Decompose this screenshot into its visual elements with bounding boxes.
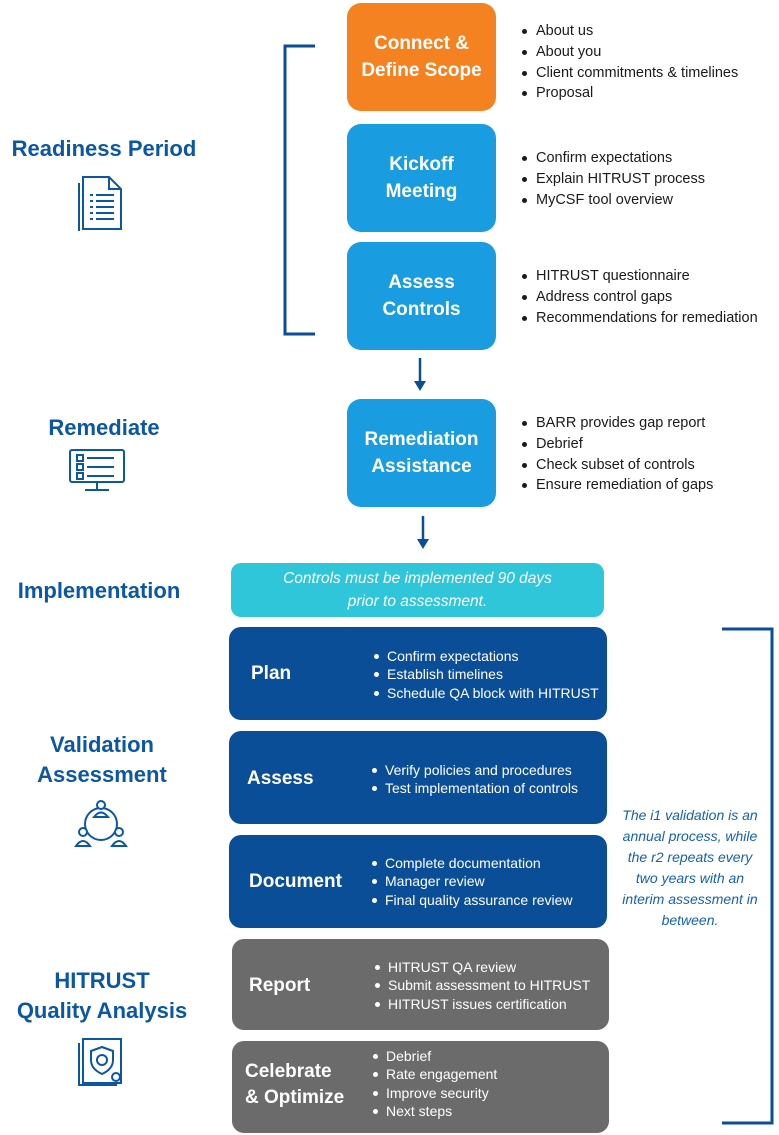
celebrate-title-line2: & Optimize: [245, 1087, 345, 1108]
phase-label-validation: Validation Assessment: [2, 730, 202, 790]
report-bullets: HITRUST QA review Submit assessment to H…: [375, 958, 590, 1013]
assess-controls-line2: Controls: [382, 299, 461, 320]
list-item: Check subset of controls: [522, 455, 713, 476]
phase-label-validation-line2: Assessment: [37, 762, 167, 787]
list-item: Debrief: [373, 1047, 497, 1065]
validation-side-note: The i1 validation is an annual process, …: [614, 805, 766, 931]
list-item: MyCSF tool overview: [522, 190, 705, 211]
list-item: BARR provides gap report: [522, 413, 713, 434]
kickoff-bullets: Confirm expectations Explain HITRUST pro…: [522, 148, 705, 210]
implementation-note-line2: prior to assessment.: [347, 593, 488, 610]
celebrate-title-line1: Celebrate: [245, 1061, 332, 1082]
side-note-line: interim assessment in: [622, 891, 758, 907]
list-item: HITRUST QA review: [375, 958, 590, 976]
connect-line2: Define Scope: [361, 60, 482, 81]
list-item: Final quality assurance review: [372, 891, 573, 909]
list-item: Confirm expectations: [374, 647, 599, 665]
list-item: Ensure remediation of gaps: [522, 475, 713, 496]
document-title: Document: [249, 871, 342, 892]
phase-label-validation-line1: Validation: [50, 732, 154, 757]
remediation-bullets: BARR provides gap report Debrief Check s…: [522, 413, 713, 496]
kickoff-line2: Meeting: [385, 181, 458, 202]
list-item: Debrief: [522, 434, 713, 455]
list-item: HITRUST questionnaire: [522, 266, 758, 287]
document-bullets: Complete documentation Manager review Fi…: [372, 854, 573, 909]
report-box: Report HITRUST QA review Submit assessme…: [232, 939, 609, 1030]
phase-label-qa: HITRUST Quality Analysis: [2, 966, 202, 1026]
bracket-icon: [722, 627, 774, 1125]
list-item: About us: [522, 21, 738, 42]
implementation-note-line1: Controls must be implemented 90 days: [283, 570, 552, 587]
list-item: Next steps: [373, 1102, 497, 1120]
list-item: Recommendations for remediation: [522, 308, 758, 329]
celebrate-box: Celebrate & Optimize Debrief Rate engage…: [232, 1041, 609, 1133]
list-item: HITRUST issues certification: [375, 995, 590, 1013]
list-item: Address control gaps: [522, 287, 758, 308]
list-item: Improve security: [373, 1084, 497, 1102]
list-item: Explain HITRUST process: [522, 169, 705, 190]
connect-line1: Connect &: [374, 33, 469, 54]
assess-controls-bullets: HITRUST questionnaire Address control ga…: [522, 266, 758, 328]
list-item: Complete documentation: [372, 854, 573, 872]
assess-controls-line1: Assess: [388, 272, 455, 293]
arrow-down-icon: [417, 516, 429, 549]
plan-bullets: Confirm expectations Establish timelines…: [374, 647, 599, 702]
document-box: Document Complete documentation Manager …: [229, 835, 607, 928]
monitor-checklist-icon: [69, 449, 125, 491]
list-item: Manager review: [372, 872, 573, 890]
plan-box: Plan Confirm expectations Establish time…: [229, 627, 607, 720]
side-note-line: the r2 repeats every: [627, 849, 753, 865]
list-item: Proposal: [522, 83, 738, 104]
list-item: Rate engagement: [373, 1065, 497, 1083]
phase-label-qa-line1: HITRUST: [54, 968, 150, 993]
arrow-down-icon: [414, 358, 426, 391]
list-item: Submit assessment to HITRUST: [375, 976, 590, 994]
assess-box: Assess Verify policies and procedures Te…: [229, 731, 607, 824]
side-note-line: between.: [661, 912, 719, 928]
side-note-line: The i1 validation is an: [622, 807, 758, 823]
connect-define-scope-box: Connect & Define Scope: [347, 3, 496, 111]
phase-label-implementation: Implementation: [17, 578, 181, 603]
assess-controls-box: Assess Controls: [347, 242, 496, 350]
celebrate-bullets: Debrief Rate engagement Improve security…: [373, 1047, 497, 1121]
assess-bullets: Verify policies and procedures Test impl…: [372, 761, 578, 798]
list-item: About you: [522, 42, 738, 63]
implementation-note-box: Controls must be implemented 90 days pri…: [231, 563, 604, 617]
assess-title: Assess: [247, 768, 314, 789]
phase-label-remediate: Remediate: [48, 415, 160, 440]
security-book-icon: [78, 1038, 122, 1086]
connect-bullets: About us About you Client commitments & …: [522, 21, 738, 104]
bracket-icon: [283, 44, 315, 336]
remediation-assistance-box: Remediation Assistance: [347, 399, 496, 507]
kickoff-meeting-box: Kickoff Meeting: [347, 124, 496, 232]
list-item: Schedule QA block with HITRUST: [374, 684, 599, 702]
list-item: Test implementation of controls: [372, 779, 578, 797]
phase-label-readiness: Readiness Period: [11, 136, 197, 161]
phase-label-qa-line2: Quality Analysis: [16, 998, 188, 1023]
remediation-line2: Assistance: [371, 456, 472, 477]
side-note-line: two years with an: [635, 870, 745, 886]
plan-title: Plan: [251, 663, 292, 684]
list-item: Confirm expectations: [522, 148, 705, 169]
list-item: Establish timelines: [374, 665, 599, 683]
team-network-icon: [74, 800, 128, 847]
side-note-line: annual process, while: [622, 828, 758, 844]
list-item: Client commitments & timelines: [522, 63, 738, 84]
celebrate-title: Celebrate & Optimize: [245, 1059, 344, 1111]
report-title: Report: [249, 975, 311, 996]
kickoff-line1: Kickoff: [389, 154, 454, 175]
list-item: Verify policies and procedures: [372, 761, 578, 779]
document-icon: [78, 176, 122, 231]
remediation-line1: Remediation: [364, 429, 479, 450]
